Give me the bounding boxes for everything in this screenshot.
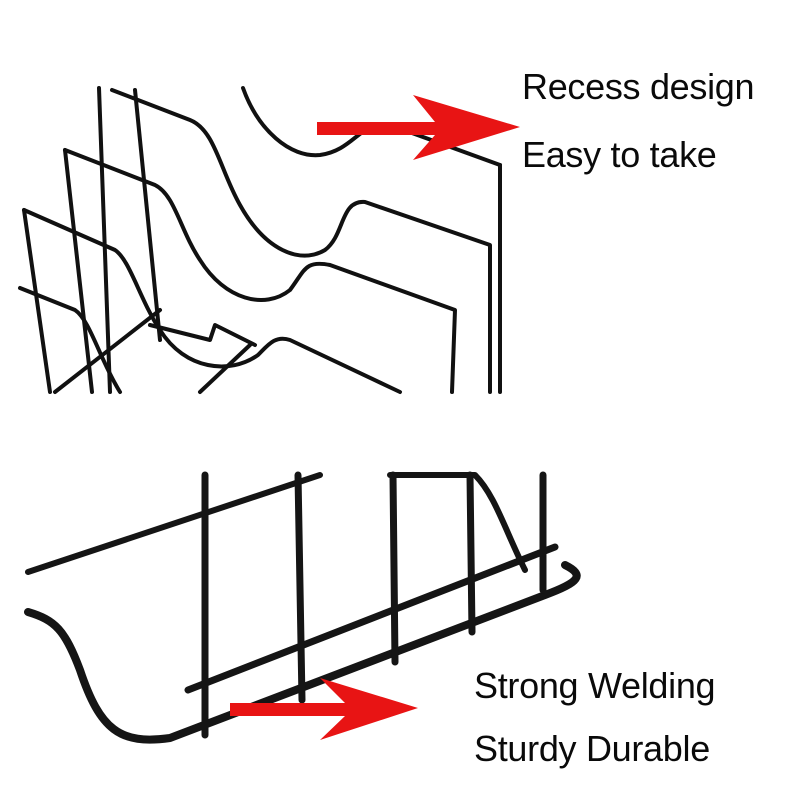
caption-easy-to-take: Easy to take [522,134,717,175]
top-product-photo: Recess design Easy to take [18,66,755,394]
lid-rack-base-illustration [24,471,581,744]
caption-recess-design: Recess design [522,66,755,107]
caption-sturdy-durable: Sturdy Durable [474,728,710,769]
bottom-product-photo: Strong Welding Sturdy Durable [0,400,800,800]
caption-strong-welding: Strong Welding [474,665,716,706]
lid-rack-top-illustration [18,86,520,394]
red-arrow-icon [230,678,418,740]
red-arrow-icon [317,95,520,160]
